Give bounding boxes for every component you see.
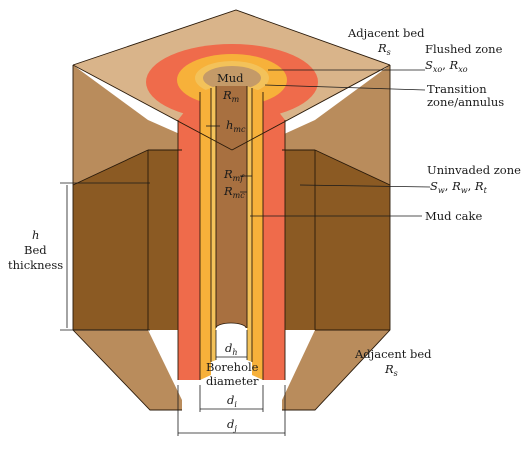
middle-bed-left-face: [73, 150, 148, 330]
upper-bed-right-cut: [282, 120, 315, 150]
dj-label: dj: [227, 417, 237, 433]
mud-label: Mud: [217, 71, 244, 85]
flushed-zone-left: [178, 92, 200, 380]
adjacent-bed-top-r: Rs: [377, 41, 391, 57]
middle-bed-right-face: [315, 150, 390, 330]
middle-bed-left-inner: [148, 150, 182, 330]
borehole-label-2: diameter: [206, 374, 259, 388]
borehole-end: [216, 328, 247, 352]
flushed-zone-vars: Sxo, Rxo: [425, 58, 468, 74]
lower-bed-left-face: [73, 330, 182, 410]
adjacent-bed-top-label: Adjacent bed: [347, 26, 425, 40]
transition-label-1: Transition: [427, 82, 487, 96]
mud-cake-label: Mud cake: [425, 209, 482, 223]
leader-lines: [60, 69, 431, 436]
transition-zone-right: [252, 88, 263, 380]
lower-bed-right-face: [282, 330, 390, 410]
upper-bed-left-face: [73, 65, 148, 185]
borehole-label-1: Borehole: [206, 360, 259, 374]
mudcake-left: [211, 86, 216, 362]
bed-label: Bed: [24, 243, 47, 257]
upper-bed-left-cut: [148, 120, 182, 150]
adjacent-bed-bottom-label: Adjacent bed: [354, 347, 432, 361]
h-label: h: [32, 228, 39, 242]
upper-bed-right-face: [315, 65, 390, 185]
rmc-label: Rmc: [223, 184, 245, 200]
rm-label: Rm: [222, 88, 240, 104]
dh-label: dh: [225, 341, 238, 357]
rmf-label: Rmf: [223, 167, 245, 183]
mud-top: [203, 66, 261, 90]
transition-label-2: zone/annulus: [427, 95, 504, 109]
outlines: [72, 9, 391, 411]
di-label: di: [227, 393, 237, 409]
uninvaded-zone-vars: Sw, Rw, Rt: [430, 179, 488, 195]
hmc-label: hmc: [226, 118, 246, 134]
middle-bed-right-inner: [282, 150, 315, 330]
transition-zone-left: [200, 88, 211, 380]
adjacent-bed-bottom-r: Rs: [384, 362, 398, 378]
mudcake-right: [247, 86, 252, 362]
flushed-zone-label: Flushed zone: [425, 42, 503, 56]
flushed-zone-right: [263, 92, 285, 380]
thickness-label: thickness: [8, 258, 63, 272]
uninvaded-zone-label: Uninvaded zone: [427, 163, 521, 177]
